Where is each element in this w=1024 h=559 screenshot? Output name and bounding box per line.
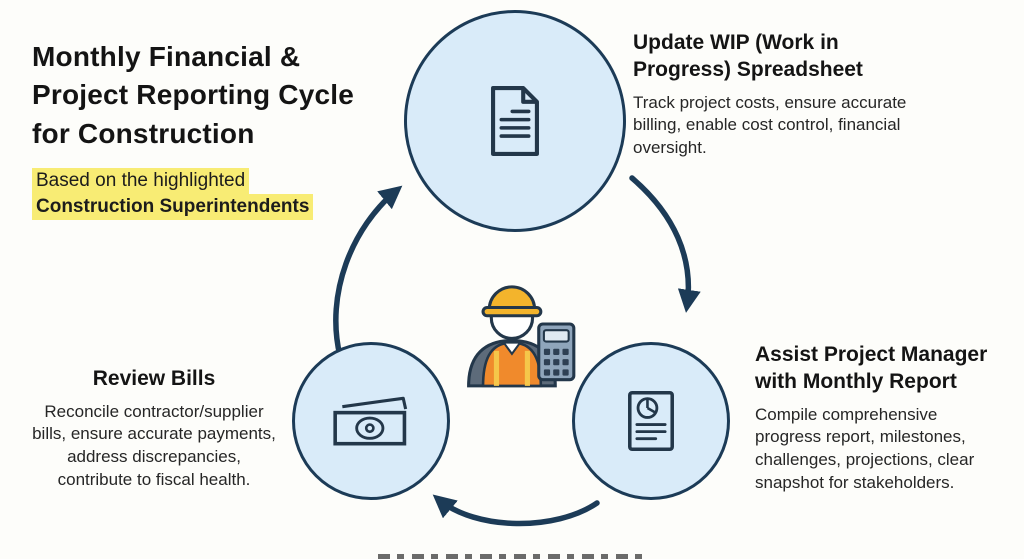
page-title: Monthly Financial & Project Reporting Cy… (32, 41, 355, 149)
node-circle-update-wip (404, 10, 626, 232)
report-chart-icon (628, 390, 674, 452)
document-icon (491, 86, 539, 156)
money-bills-icon (333, 396, 408, 446)
node-heading-assist-pm: Assist Project Manager with Monthly Repo… (755, 343, 988, 393)
node-text-update-wip: Update WIP (Work in Progress) Spreadshee… (633, 30, 973, 160)
node-body-assist-pm: Compile comprehensive progress report, m… (755, 404, 975, 492)
node-heading-review-bills: Review Bills (92, 367, 216, 390)
subtitle-line-2: Construction Superintendents (32, 193, 314, 220)
node-body-update-wip: Track project costs, ensure accurate bil… (633, 92, 907, 157)
cropped-bottom-text (378, 554, 646, 559)
subtitle: Based on the highlighted Construction Su… (32, 168, 314, 220)
construction-worker-with-calculator-icon (467, 285, 576, 388)
node-text-assist-pm: Assist Project Manager with Monthly Repo… (755, 342, 1017, 494)
node-body-review-bills: Reconcile contractor/supplier bills, ens… (32, 401, 276, 489)
arrow-left-to-top (333, 185, 403, 359)
arrow-top-to-right (629, 175, 701, 313)
node-text-review-bills: Review Bills Reconcile contractor/suppli… (14, 366, 294, 491)
node-circle-assist-pm (572, 342, 730, 500)
node-heading-update-wip: Update WIP (Work in Progress) Spreadshee… (633, 31, 863, 81)
arrow-right-to-left (432, 494, 600, 527)
node-circle-review-bills (292, 342, 450, 500)
subtitle-line-1: Based on the highlighted (32, 168, 250, 194)
